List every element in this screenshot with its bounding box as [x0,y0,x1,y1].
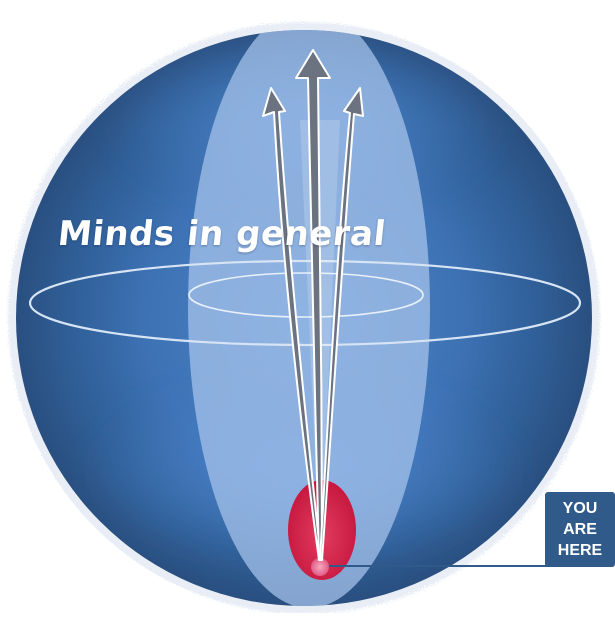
arrow-center [295,49,331,561]
you-are-here-dot [311,558,329,576]
arrow-left [262,87,322,561]
vertical-column [188,30,430,606]
arrow-right [319,87,364,561]
equator-ring [28,259,582,347]
you-are-here-label: YOU ARE HERE [557,500,603,559]
arrows [262,49,364,561]
you-are-here-callout: YOU ARE HERE [545,492,615,567]
minds-in-general-label: Minds in general [55,214,388,254]
inner-ring [188,272,424,318]
